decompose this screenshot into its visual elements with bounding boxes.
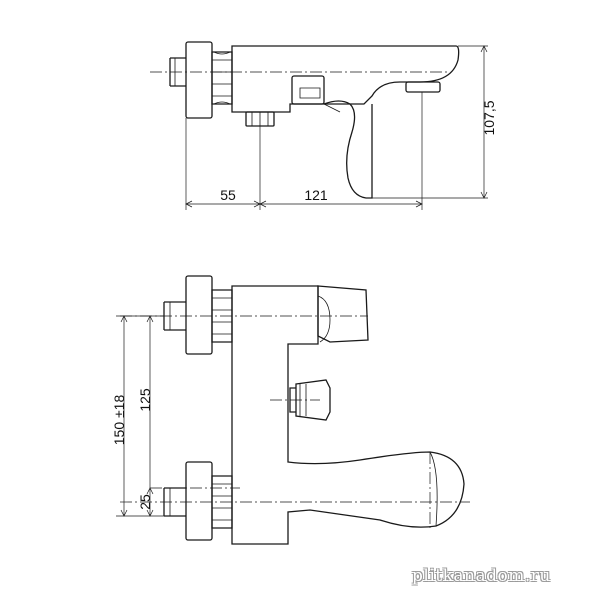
top-inlet-pipe <box>169 57 186 87</box>
front-upper-flange <box>185 275 213 355</box>
front-view: 150 ±18 125 25 <box>111 275 470 545</box>
front-spout-edge <box>429 451 438 527</box>
top-wall-flange <box>185 41 213 119</box>
dim-inlet-offset: 55 <box>220 187 236 203</box>
dim-inlet-spacing: 150 ±18 <box>111 395 127 446</box>
front-lever <box>317 285 369 343</box>
front-body <box>231 285 465 545</box>
dim-height: 107,5 <box>481 100 497 135</box>
top-view: 107,5 55 121 <box>150 41 497 210</box>
front-diverter-knob <box>289 379 331 421</box>
front-lower-flange <box>185 461 213 541</box>
dim-spout-reach: 121 <box>304 187 328 203</box>
watermark-text: plitkanadom.ru <box>412 566 551 586</box>
dim-lower-offset: 25 <box>137 494 153 510</box>
dim-spacing-to-diverter: 125 <box>137 388 153 412</box>
top-spout-tip <box>405 81 441 93</box>
front-lower-inlet-pipe <box>163 487 186 517</box>
top-cartridge <box>291 75 325 105</box>
top-lever <box>323 100 373 199</box>
top-body <box>231 45 460 113</box>
